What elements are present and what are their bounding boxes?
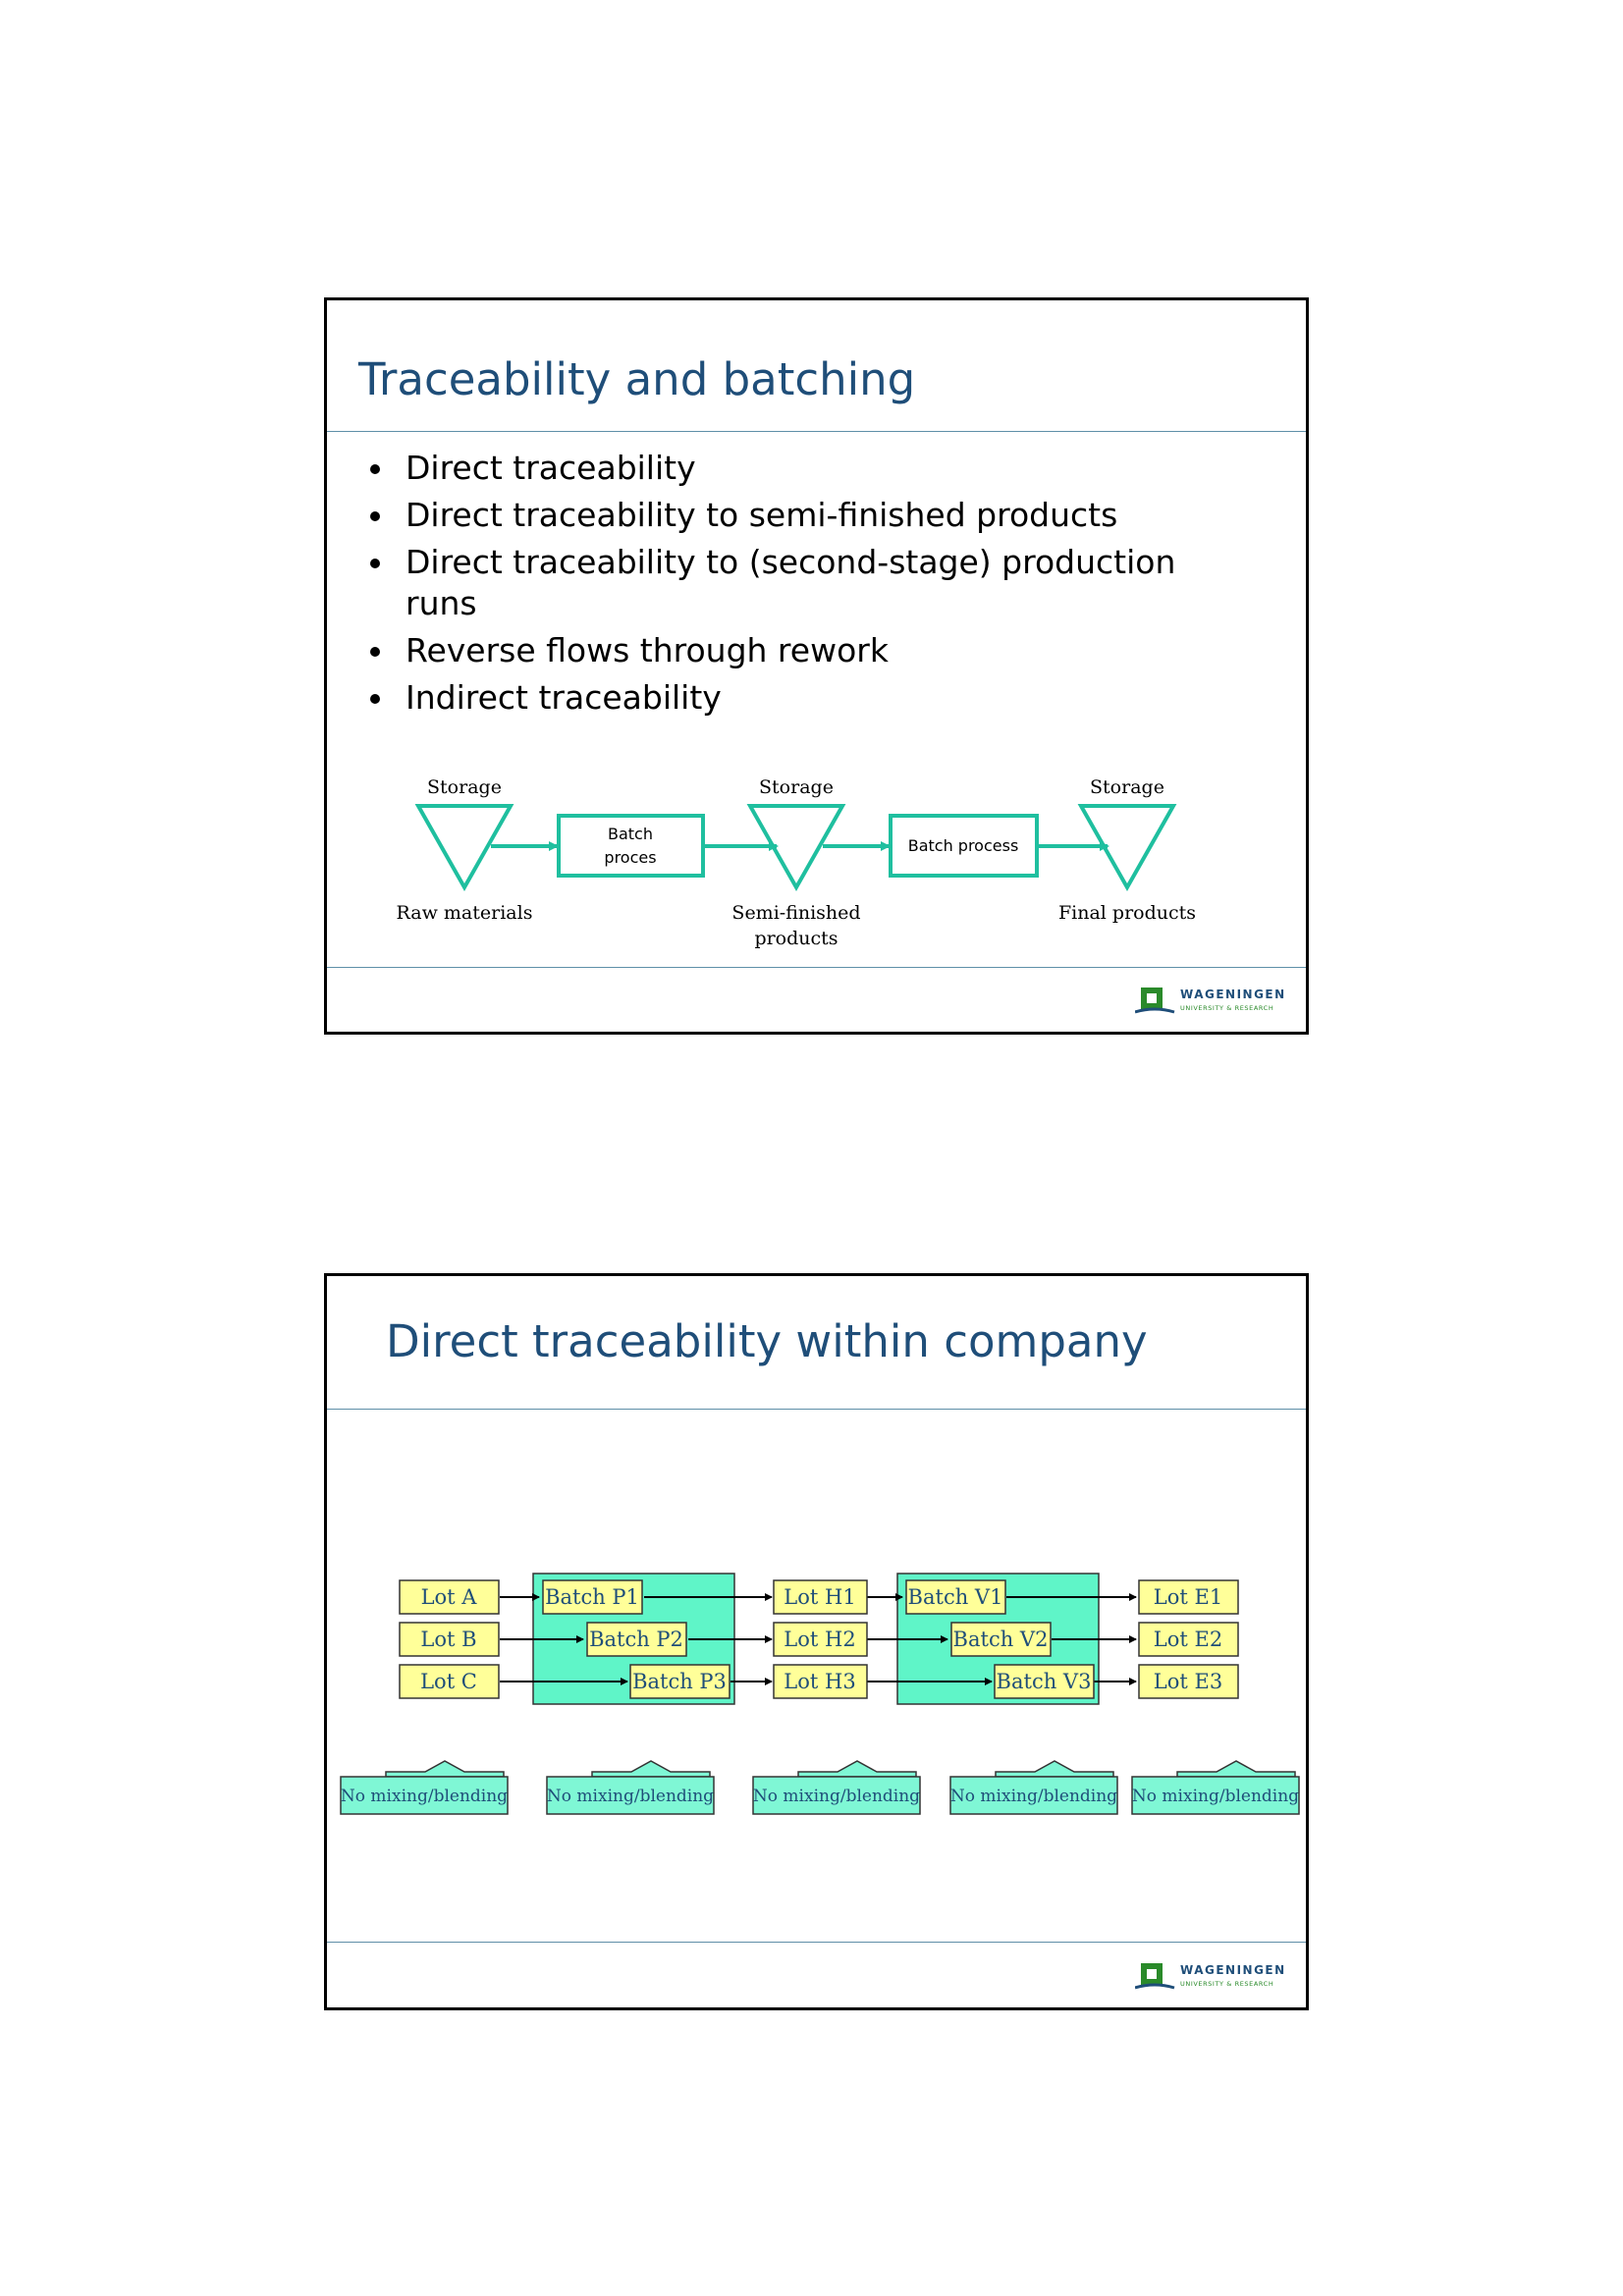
up-arrow-icon [385, 1760, 505, 1778]
logo-subtitle: UNIVERSITY & RESEARCH [1180, 1980, 1273, 1988]
up-arrow-icon [591, 1760, 711, 1778]
process-box-label: Batch process [908, 836, 1019, 855]
batch-label: Batch V1 [908, 1585, 1003, 1609]
lot-box-intermediate: Lot H1 [773, 1579, 868, 1615]
up-arrow-icon [995, 1760, 1114, 1778]
stage-label: Final products [1058, 902, 1196, 924]
lot-box-input: Lot A [399, 1579, 500, 1615]
no-mixing-block: No mixing/blending [752, 1760, 921, 1815]
storage-label: Storage [759, 776, 834, 798]
lot-label: Lot C [420, 1670, 477, 1693]
batch-box-p: Batch P1 [542, 1579, 643, 1615]
batch-label: Batch P2 [589, 1628, 683, 1651]
batch-process-box-1 [557, 814, 705, 878]
batch-box-v: Batch V3 [994, 1664, 1095, 1699]
lot-label: Lot E2 [1154, 1628, 1222, 1651]
stage-label: Raw materials [397, 902, 533, 924]
no-mixing-label: No mixing/blending [753, 1787, 920, 1806]
batch-box-p: Batch P3 [629, 1664, 730, 1699]
wageningen-logo: WAGENINGEN UNIVERSITY & RESEARCH [1135, 988, 1286, 1014]
no-mixing-label: No mixing/blending [1132, 1787, 1299, 1806]
lot-label: Lot E3 [1154, 1670, 1222, 1693]
batch-label: Batch P1 [545, 1585, 639, 1609]
title-divider [327, 431, 1306, 432]
batch-label: Batch V2 [953, 1628, 1049, 1651]
lot-label: Lot H1 [784, 1585, 855, 1609]
footer-divider [327, 967, 1306, 968]
up-arrow-icon [1176, 1760, 1296, 1778]
process-box-label: Batch [608, 825, 653, 843]
bullet-list: Direct traceability Direct traceability … [366, 448, 1250, 724]
bullet-item: Direct traceability to (second-stage) pr… [366, 542, 1250, 624]
slide-direct-traceability: Direct traceability within company Lot A [324, 1273, 1309, 2010]
lot-box-output: Lot E3 [1138, 1664, 1239, 1699]
lot-label: Lot B [420, 1628, 476, 1651]
logo-name: WAGENINGEN [1180, 1963, 1286, 1977]
slide-title: Traceability and batching [358, 353, 916, 405]
logo-subtitle: UNIVERSITY & RESEARCH [1180, 1004, 1273, 1012]
batch-box-v: Batch V1 [905, 1579, 1006, 1615]
batch-box-p: Batch P2 [586, 1622, 687, 1657]
storage-label: Storage [1090, 776, 1164, 798]
lot-box-intermediate: Lot H3 [773, 1664, 868, 1699]
no-mixing-block: No mixing/blending [546, 1760, 715, 1815]
title-divider [327, 1409, 1306, 1410]
batching-flow-diagram: Storage Storage Storage Batch proces Bat… [397, 776, 1196, 949]
wageningen-logo: WAGENINGEN UNIVERSITY & RESEARCH [1135, 1963, 1286, 1990]
process-box-label: proces [604, 848, 656, 867]
no-mixing-block: No mixing/blending [340, 1760, 509, 1815]
lot-label: Lot E1 [1154, 1585, 1222, 1609]
lot-box-input: Lot B [399, 1622, 500, 1657]
lot-box-intermediate: Lot H2 [773, 1622, 868, 1657]
bullet-item: Direct traceability to semi-finished pro… [366, 495, 1250, 536]
lot-label: Lot H2 [784, 1628, 855, 1651]
bullet-item: Reverse flows through rework [366, 630, 1250, 671]
lot-box-output: Lot E2 [1138, 1622, 1239, 1657]
no-mixing-block: No mixing/blending [1131, 1760, 1300, 1815]
batch-process-box-2 [889, 814, 1039, 878]
no-mixing-label: No mixing/blending [950, 1787, 1117, 1806]
bullet-item: Indirect traceability [366, 677, 1250, 719]
no-mixing-label: No mixing/blending [341, 1787, 508, 1806]
slide-title: Direct traceability within company [386, 1315, 1148, 1367]
direct-traceability-diagram: Lot A Lot B Lot C Batch P1 Batch P2 Batc… [340, 1573, 1300, 1815]
batch-label: Batch P3 [632, 1670, 727, 1693]
storage-triangle-raw [414, 804, 514, 892]
slide-traceability-batching: Traceability and batching Direct traceab… [324, 297, 1309, 1035]
lot-label: Lot A [421, 1585, 478, 1609]
no-mixing-block: No mixing/blending [949, 1760, 1118, 1815]
lot-box-input: Lot C [399, 1664, 500, 1699]
stage-label: products [754, 928, 838, 949]
logo-name: WAGENINGEN [1180, 988, 1286, 1001]
storage-label: Storage [427, 776, 502, 798]
footer-divider [327, 1942, 1306, 1943]
stage-label: Semi-finished [731, 902, 860, 924]
no-mixing-label: No mixing/blending [547, 1787, 714, 1806]
up-arrow-icon [797, 1760, 917, 1778]
bullet-item: Direct traceability [366, 448, 1250, 489]
batch-label: Batch V3 [997, 1670, 1092, 1693]
lot-label: Lot H3 [784, 1670, 855, 1693]
lot-box-output: Lot E1 [1138, 1579, 1239, 1615]
batch-box-v: Batch V2 [950, 1622, 1052, 1657]
